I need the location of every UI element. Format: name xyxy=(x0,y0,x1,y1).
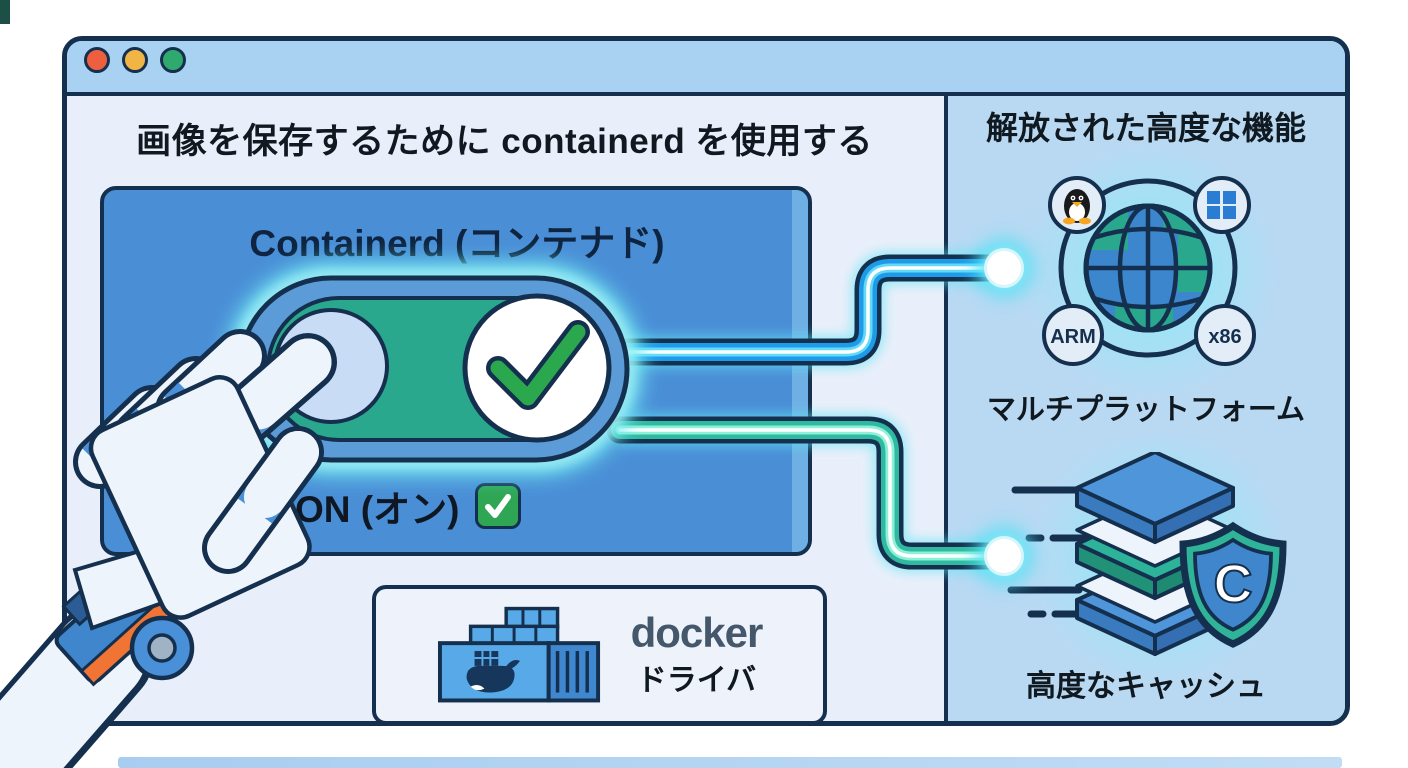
close-button[interactable] xyxy=(84,47,110,73)
checked-checkbox-icon xyxy=(475,483,522,529)
window-titlebar xyxy=(67,41,1345,96)
svg-text:x86: x86 xyxy=(1208,326,1241,348)
cache-shield-icon: C xyxy=(1179,521,1287,648)
check-glyph xyxy=(485,494,512,518)
page-title: 画像を保存するために containerd を使用する xyxy=(136,122,873,161)
globe-icon xyxy=(1083,203,1213,333)
speed-lines xyxy=(1007,486,1117,618)
x86-badge: x86 xyxy=(1194,304,1256,366)
app-window: 画像を保存するために containerd を使用する Containerd (… xyxy=(62,36,1350,726)
containerd-card-title: Containerd (コンテナド) xyxy=(249,223,665,264)
arm-badge: ARM xyxy=(1042,304,1104,366)
docker-wordmark: docker xyxy=(630,608,764,656)
docker-whale-icon xyxy=(437,606,600,703)
docker-wordmark-group: docker ドライバ xyxy=(630,608,764,699)
toggle-status-row: ON (オン) xyxy=(295,479,522,533)
multi-platform-label: マルチプラットフォーム xyxy=(986,394,1306,426)
windows-logo-icon xyxy=(1193,176,1251,234)
advanced-cache-icon: C xyxy=(1007,452,1287,656)
docker-driver-card: docker ドライバ xyxy=(372,585,827,721)
corner-artifact-bottom xyxy=(0,742,13,768)
advanced-cache-label: 高度なキャッシュ xyxy=(1026,670,1266,703)
svg-text:ARM: ARM xyxy=(1050,326,1096,348)
linux-tux-icon xyxy=(1048,176,1106,234)
whale-glyph xyxy=(466,651,520,693)
svg-text:C: C xyxy=(1214,554,1253,614)
features-heading: 解放された高度な機能 xyxy=(985,110,1306,146)
toggle-status-label: ON (オン) xyxy=(295,489,460,530)
orbit-ring xyxy=(1058,178,1238,358)
corner-artifact-top xyxy=(0,0,10,24)
driver-label: ドライバ xyxy=(636,664,757,698)
multi-platform-icon: ARM x86 xyxy=(1042,176,1256,366)
bottom-accent-strip xyxy=(118,757,1342,768)
minimize-button[interactable] xyxy=(122,47,148,73)
card-edge-highlight xyxy=(792,190,808,552)
zoom-button[interactable] xyxy=(160,47,186,73)
